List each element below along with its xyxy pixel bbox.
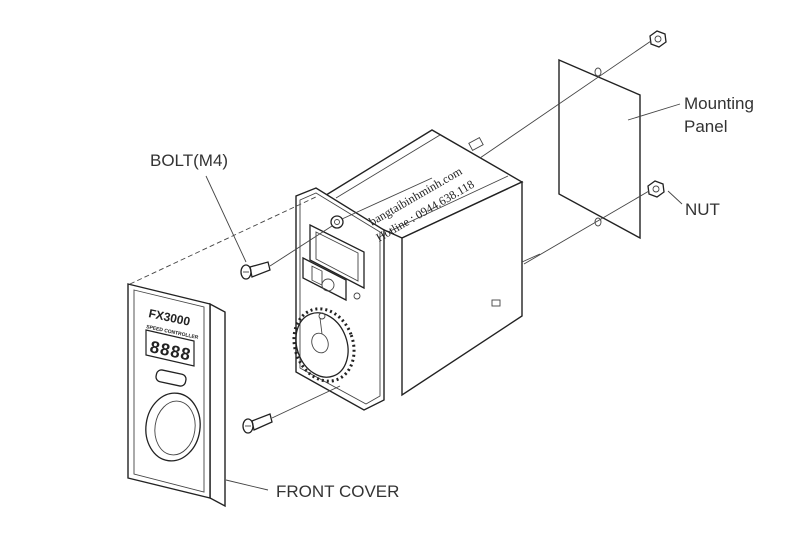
bolt-leader-line	[205, 175, 247, 263]
mode-switch	[302, 256, 347, 302]
status-led	[353, 292, 361, 300]
controller-display-window	[309, 223, 365, 290]
controller-front-panel	[295, 187, 385, 411]
bolt-top	[240, 261, 271, 280]
front-cover-part: FX3000 SPEED CONTROLLER 8888	[127, 283, 226, 508]
bolt-label: BOLT(M4)	[150, 151, 228, 170]
nut-leader-line	[667, 190, 683, 205]
cover-knob-window	[145, 392, 201, 462]
assembly-guide-lines	[129, 40, 652, 419]
panel-hole-top	[594, 67, 602, 77]
panel-hole-bottom	[594, 217, 602, 227]
bolt-bottom	[242, 413, 273, 434]
cover-leader-line	[225, 479, 269, 491]
mounting-panel-label-line1: Mounting	[684, 94, 754, 113]
panel-leader-line	[627, 103, 681, 121]
speed-knob	[292, 307, 356, 383]
top-screw-boss	[330, 215, 344, 229]
cover-switch-slot	[155, 369, 187, 387]
nut-top	[649, 30, 667, 48]
mounting-panel	[558, 58, 641, 240]
front-cover-label: FRONT COVER	[276, 482, 399, 501]
mounting-panel-label-line2: Panel	[684, 117, 727, 136]
nut-bottom	[647, 180, 665, 198]
controller-housing	[316, 129, 541, 397]
nut-label: NUT	[685, 200, 720, 219]
cover-alignment-line	[129, 195, 319, 285]
